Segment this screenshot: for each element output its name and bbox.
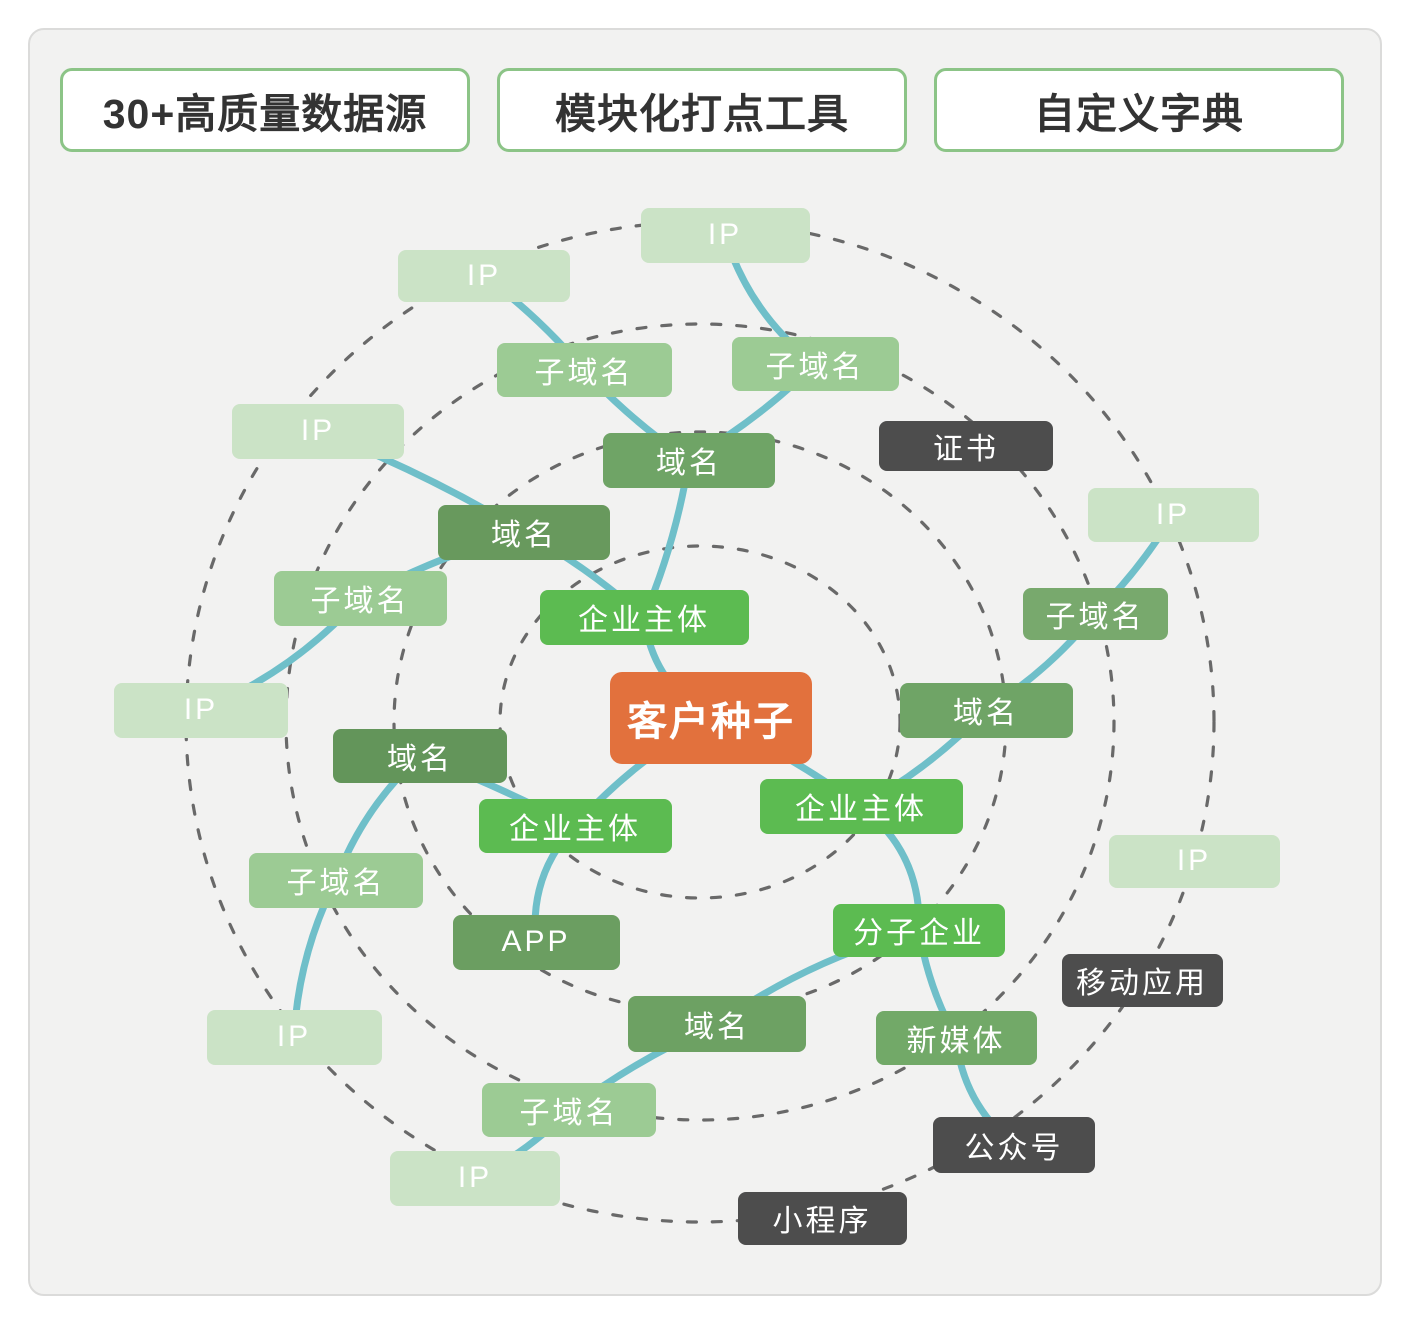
node-app: APP [452, 914, 620, 970]
node-ent-left: 企业主体 [478, 799, 672, 853]
node-ip-fr: IP [1108, 834, 1280, 888]
node-subdom-lm: 子域名 [273, 570, 447, 626]
node-subdom-ll: 子域名 [249, 852, 423, 908]
node-dom-bottom: 域名 [628, 996, 806, 1052]
node-dom-top: 域名 [603, 432, 775, 488]
node-ip-b: IP [390, 1150, 560, 1206]
node-seed: 客户种子 [610, 672, 812, 764]
node-official-account: 公众号 [933, 1117, 1095, 1173]
badge-data-sources: 30+高质量数据源 [60, 68, 470, 152]
node-subdom-tl: 子域名 [496, 343, 672, 397]
node-subdom-tr: 子域名 [731, 337, 899, 391]
node-dom-left: 域名 [438, 504, 610, 560]
node-mini-program: 小程序 [737, 1191, 907, 1245]
badge-data-sources-label: 30+高质量数据源 [102, 91, 428, 137]
badge-custom-dictionary-label: 自定义字典 [1034, 91, 1244, 137]
node-dom-midleft: 域名 [333, 729, 507, 783]
node-ent-right: 企业主体 [759, 778, 963, 834]
badge-modular-tools-label: 模块化打点工具 [555, 91, 849, 137]
badge-modular-tools: 模块化打点工具 [497, 68, 907, 152]
node-mobile-app: 移动应用 [1061, 953, 1223, 1007]
node-dom-right: 域名 [899, 682, 1073, 738]
node-media: 新媒体 [875, 1011, 1037, 1065]
node-ip-r: IP [1087, 488, 1259, 542]
node-subdom-r: 子域名 [1022, 588, 1168, 640]
node-cert: 证书 [879, 421, 1053, 471]
node-ip-l: IP [232, 403, 404, 459]
orbit-ring-4 [184, 220, 1216, 1224]
node-ip-ul: IP [398, 250, 570, 302]
node-subdom-b: 子域名 [482, 1083, 656, 1137]
badge-custom-dictionary: 自定义字典 [934, 68, 1344, 152]
node-ip-tc: IP [640, 207, 810, 263]
node-ent-top: 企业主体 [539, 589, 749, 645]
node-sub-ent: 分子企业 [833, 903, 1005, 957]
node-ip-ll: IP [206, 1009, 382, 1065]
node-ip-fl: IP [114, 682, 288, 738]
